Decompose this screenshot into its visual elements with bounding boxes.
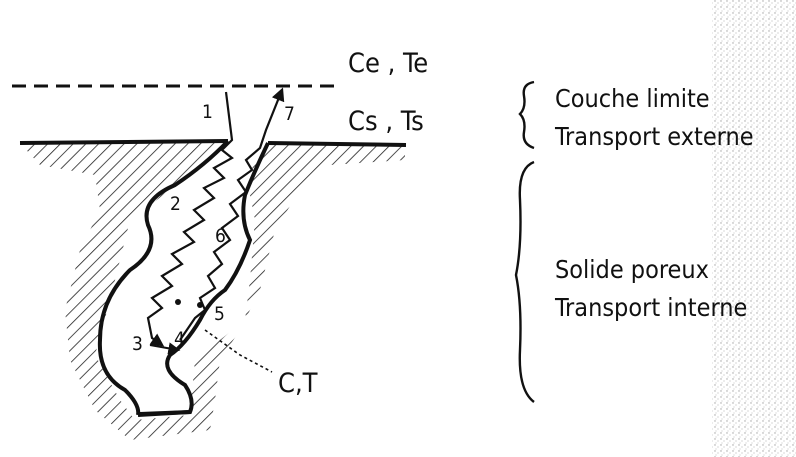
step-label-6: 6: [215, 225, 226, 247]
step-label-1: 1: [202, 101, 213, 123]
boundary-layer-brace: [520, 82, 534, 148]
boundary-layer-title: Couche limite: [555, 84, 710, 113]
porous-solid-title: Solide poreux: [555, 255, 709, 284]
step-label-5: 5: [214, 303, 225, 325]
internal-conditions-label: C,T: [278, 368, 318, 399]
surface-conditions-label: Cs , Ts: [348, 106, 424, 137]
step-label-2: 2: [170, 193, 181, 215]
step-label-7: 7: [284, 103, 295, 125]
step-label-3: 3: [132, 333, 143, 355]
reaction-dot: [175, 299, 181, 305]
step-label-4: 4: [174, 328, 185, 350]
paper-texture: [712, 0, 796, 457]
external-conditions-label: Ce , Te: [348, 48, 428, 79]
porous-solid-brace: [516, 162, 534, 402]
boundary-layer-subtitle: Transport externe: [554, 122, 754, 151]
porous-solid-subtitle: Transport interne: [554, 293, 747, 322]
reaction-dot: [197, 302, 203, 308]
